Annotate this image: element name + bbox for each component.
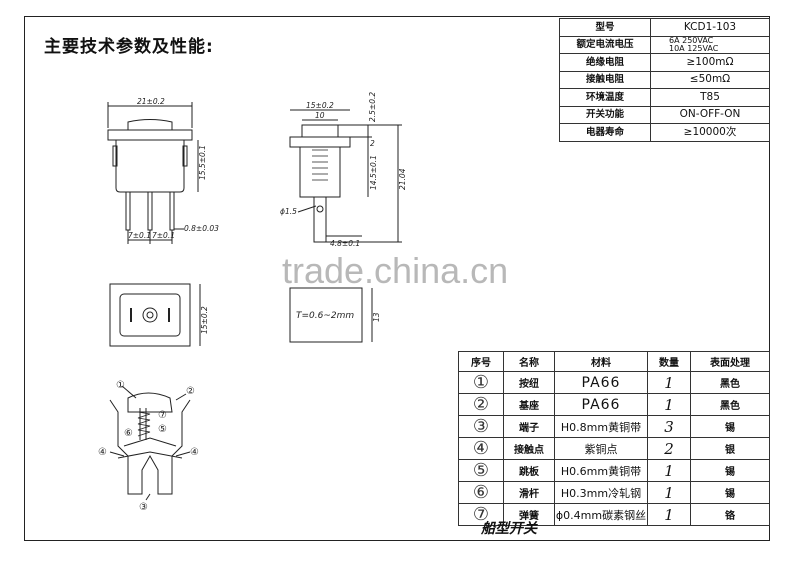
spec-key: 额定电流电压 bbox=[559, 35, 651, 54]
drawing-frame bbox=[24, 16, 770, 541]
bom-finish: 黑色 bbox=[690, 371, 770, 394]
spec-value: ≥10000次 bbox=[650, 123, 770, 142]
bom-no: ② bbox=[458, 393, 504, 416]
bom-header-row: 序号 名称 材料 数量 表面处理 bbox=[458, 351, 770, 372]
bom-row: ② 基座 PA66 1 黑色 bbox=[458, 393, 770, 416]
bom-no: ⑤ bbox=[458, 459, 504, 482]
bom-name: 接触点 bbox=[503, 437, 555, 460]
spec-value: KCD1-103 bbox=[650, 18, 770, 37]
bom-material: H0.8mm黄铜带 bbox=[554, 415, 648, 438]
bom-finish: 黑色 bbox=[690, 393, 770, 416]
spec-value-line: 6A 250VAC bbox=[669, 35, 714, 45]
bom-qty: 1 bbox=[647, 393, 691, 416]
bom-qty: 1 bbox=[647, 503, 691, 526]
spec-row: 环境温度 T85 bbox=[559, 88, 770, 107]
bom-name: 端子 bbox=[503, 415, 555, 438]
bom-header: 表面处理 bbox=[690, 351, 770, 372]
spec-key: 环境温度 bbox=[559, 88, 651, 107]
bom-header: 材料 bbox=[554, 351, 648, 372]
bom-finish: 锡 bbox=[690, 481, 770, 504]
bom-material: H0.6mm黄铜带 bbox=[554, 459, 648, 482]
bom-finish: 锡 bbox=[690, 459, 770, 482]
watermark: trade.china.cn bbox=[282, 250, 509, 291]
bom-finish: 铬 bbox=[690, 503, 770, 526]
bom-row: ⑥ 滑杆 H0.3mm冷轧钢 1 锡 bbox=[458, 481, 770, 504]
spec-key: 电器寿命 bbox=[559, 123, 651, 142]
bom-qty: 3 bbox=[647, 415, 691, 438]
spec-row: 接触电阻 ≤50mΩ bbox=[559, 70, 770, 89]
bom-qty: 1 bbox=[647, 371, 691, 394]
page-title: 主要技术参数及性能: bbox=[44, 37, 214, 57]
bom-qty: 1 bbox=[647, 459, 691, 482]
caption: 船型开关 bbox=[481, 521, 537, 537]
bom-row: ⑤ 跳板 H0.6mm黄铜带 1 锡 bbox=[458, 459, 770, 482]
bom-header: 数量 bbox=[647, 351, 691, 372]
spec-row: 绝缘电阻 ≥100mΩ bbox=[559, 53, 770, 72]
bom-row: ⑦ 弹簧 ϕ0.4mm碳素钢丝 1 铬 bbox=[458, 503, 770, 526]
bom-material: H0.3mm冷轧钢 bbox=[554, 481, 648, 504]
spec-value: ON-OFF-ON bbox=[650, 105, 770, 124]
bom-header: 名称 bbox=[503, 351, 555, 372]
bom-finish: 锡 bbox=[690, 415, 770, 438]
spec-value: T85 bbox=[650, 88, 770, 107]
bom-material: PA66 bbox=[554, 371, 648, 394]
spec-value: ≤50mΩ bbox=[650, 70, 770, 89]
bom-qty: 2 bbox=[647, 437, 691, 460]
spec-key: 开关功能 bbox=[559, 105, 651, 124]
bom-name: 基座 bbox=[503, 393, 555, 416]
spec-value: ≥100mΩ bbox=[650, 53, 770, 72]
spec-key: 型号 bbox=[559, 18, 651, 37]
bom-no: ④ bbox=[458, 437, 504, 460]
bom-table: 序号 名称 材料 数量 表面处理 ① 按纽 PA66 1 黑色 ② 基座 PA6… bbox=[458, 351, 770, 526]
spec-row: 型号 KCD1-103 bbox=[559, 18, 770, 37]
bom-no: ① bbox=[458, 371, 504, 394]
bom-row: ④ 接触点 紫铜点 2 银 bbox=[458, 437, 770, 460]
spec-value: 6A 250VAC 10A 125VAC bbox=[650, 35, 770, 54]
spec-row: 开关功能 ON-OFF-ON bbox=[559, 105, 770, 124]
bom-row: ③ 端子 H0.8mm黄铜带 3 锡 bbox=[458, 415, 770, 438]
spec-row: 额定电流电压 6A 250VAC 10A 125VAC bbox=[559, 35, 770, 54]
bom-header: 序号 bbox=[458, 351, 504, 372]
bom-row: ① 按纽 PA66 1 黑色 bbox=[458, 371, 770, 394]
spec-key: 绝缘电阻 bbox=[559, 53, 651, 72]
bom-name: 滑杆 bbox=[503, 481, 555, 504]
bom-qty: 1 bbox=[647, 481, 691, 504]
spec-row: 电器寿命 ≥10000次 bbox=[559, 123, 770, 142]
spec-key: 接触电阻 bbox=[559, 70, 651, 89]
bom-finish: 银 bbox=[690, 437, 770, 460]
bom-name: 跳板 bbox=[503, 459, 555, 482]
spec-table: 型号 KCD1-103 额定电流电压 6A 250VAC 10A 125VAC … bbox=[559, 18, 770, 142]
spec-value-line: 10A 125VAC bbox=[669, 43, 719, 53]
bom-material: 紫铜点 bbox=[554, 437, 648, 460]
bom-name: 按纽 bbox=[503, 371, 555, 394]
bom-material: PA66 bbox=[554, 393, 648, 416]
bom-no: ⑥ bbox=[458, 481, 504, 504]
bom-material: ϕ0.4mm碳素钢丝 bbox=[554, 503, 648, 526]
bom-no: ③ bbox=[458, 415, 504, 438]
